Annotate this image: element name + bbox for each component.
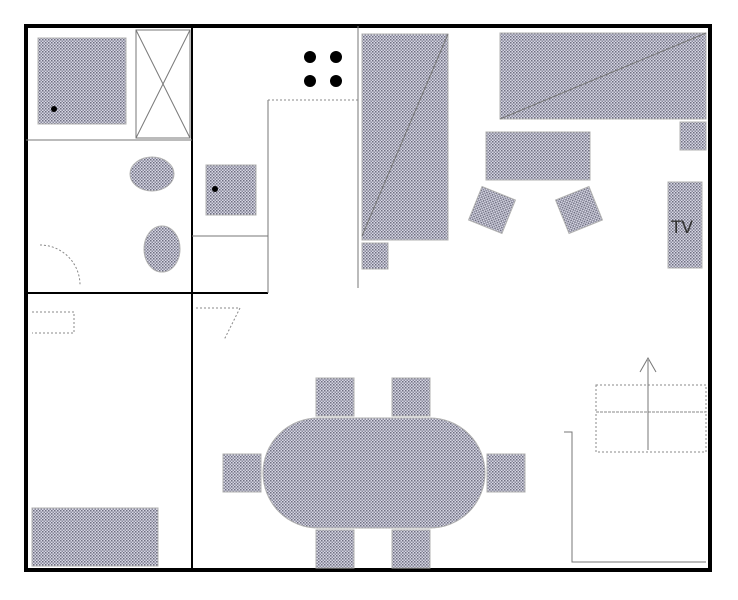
outer-wall — [24, 24, 712, 572]
shower-area — [135, 29, 191, 139]
door-swing-center — [196, 307, 241, 341]
interior-walls — [26, 26, 359, 570]
tv-label: TV — [670, 218, 693, 238]
dining-area — [222, 377, 526, 569]
tv-stand — [667, 181, 703, 269]
staircase — [564, 356, 707, 563]
dining-chair — [391, 529, 431, 569]
up-arrow-icon — [639, 356, 657, 373]
bathroom — [37, 29, 191, 286]
stove-burner — [330, 51, 342, 63]
dining-table — [262, 417, 486, 529]
armchair-right — [554, 185, 604, 235]
armchair-left — [467, 185, 517, 235]
bedroom-area — [361, 33, 449, 270]
stove-burner — [330, 75, 342, 87]
living-room: TV — [467, 32, 707, 269]
dining-chair — [222, 453, 262, 493]
dining-chair — [486, 453, 526, 493]
stove-burner — [304, 75, 316, 87]
stove-burner — [304, 51, 316, 63]
sink-drain — [212, 186, 218, 192]
dining-chair — [391, 377, 431, 417]
bed — [31, 507, 159, 567]
dining-chair — [315, 529, 355, 569]
small-shelf — [679, 121, 707, 151]
bathtub-drain — [51, 106, 57, 112]
nightstand — [361, 242, 389, 270]
door-swing-left — [32, 311, 75, 334]
sofa — [485, 131, 591, 181]
bedroom-left — [31, 307, 241, 567]
toilet — [143, 225, 181, 273]
dining-chair — [315, 377, 355, 417]
washbasin — [129, 156, 175, 192]
bathtub — [37, 37, 127, 125]
bathroom-door-swing — [39, 244, 81, 286]
kitchen — [205, 51, 342, 216]
